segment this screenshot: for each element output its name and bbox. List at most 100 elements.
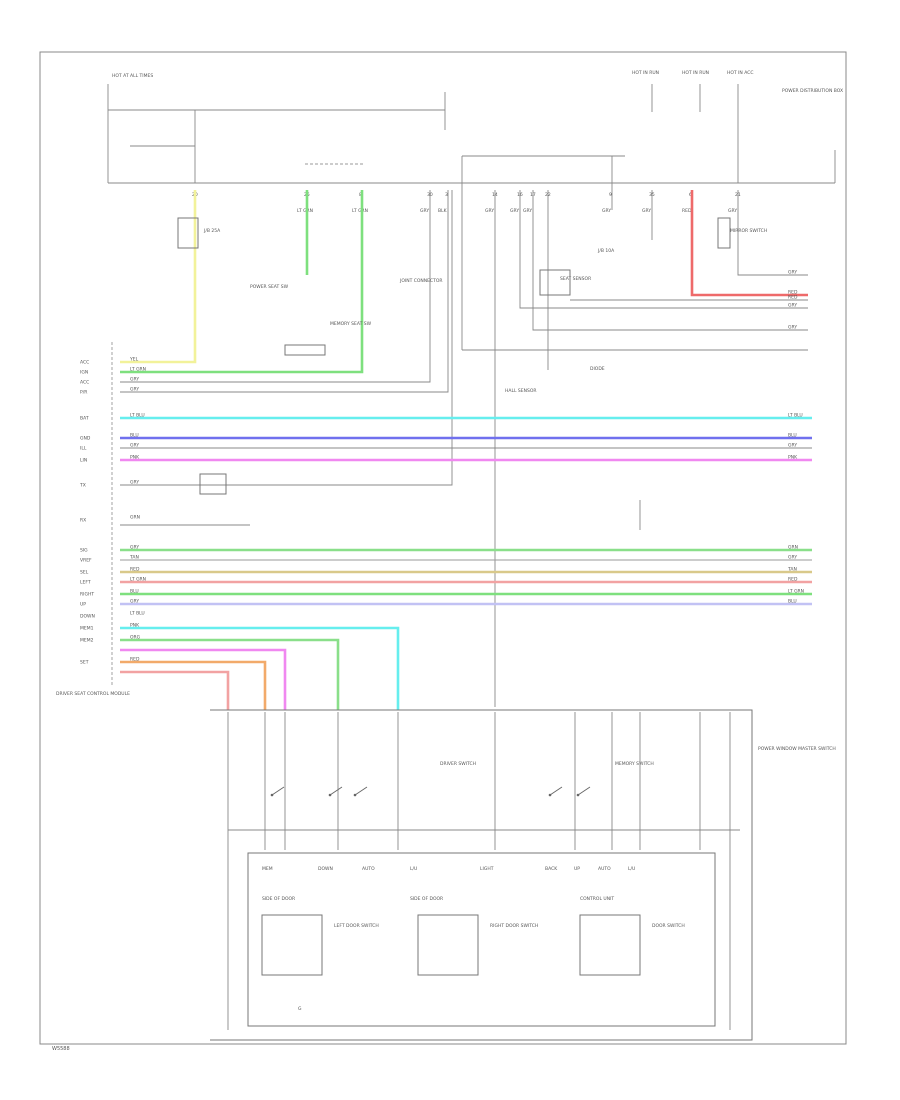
left-pin-label: SIG (80, 548, 88, 554)
wire-yellow-vertical (120, 190, 197, 364)
lower-switch-box (579, 914, 641, 976)
left-pin-color: LT BLU (130, 413, 145, 419)
left-pin-color: BLU (130, 433, 139, 439)
left-pin-color: LT GRN (130, 367, 146, 373)
mirror-switch-box (717, 217, 731, 249)
connector-left-label: J/B 25A (203, 228, 221, 234)
sensor-mid-box (539, 269, 571, 296)
right-pin-color: GRY (788, 303, 797, 309)
left-pin-color: YEL (129, 357, 139, 363)
left-pin-color: RED (130, 657, 140, 663)
lower-sub-label: SIDE OF DOOR (262, 896, 295, 902)
left-pin-color: LT GRN (130, 577, 146, 583)
right-pin-color: GRY (788, 555, 797, 561)
left-pin-color: LT BLU (130, 611, 145, 617)
lower-switch-label: LEFT DOOR SWITCH (334, 923, 379, 929)
switch-a-label: DRIVER SWITCH (440, 761, 476, 767)
left-pin-label: BAT (80, 416, 89, 422)
wire-red-vertical (690, 190, 808, 297)
left-pin-color: TAN (129, 555, 139, 561)
sensor-small-label: HALL SENSOR (505, 388, 537, 394)
right-pin-color: BLU (788, 433, 797, 439)
left-pin-label: SEL (80, 570, 89, 576)
left-pin-label: ILL (80, 446, 87, 452)
left-pin-color: PNK (130, 623, 140, 629)
left-pin-label: ACC (80, 380, 89, 386)
switch-contact (271, 786, 285, 796)
left-pin-label: SET (80, 660, 89, 666)
left-pin-label: RIGHT (80, 592, 94, 598)
left-pin-color: PNK (130, 455, 140, 461)
left-pin-label: DOWN (80, 614, 95, 620)
switch-terminal (328, 793, 332, 797)
fuse-r2-label: HOT IN RUN (682, 70, 709, 76)
left-pin-label: RX (80, 518, 86, 524)
top-wire-color-label: RED (682, 208, 692, 214)
wire-orange-down (120, 660, 267, 710)
wire-lt-green-down (120, 638, 340, 710)
wire-gray-5 (519, 190, 808, 309)
lower-inner-box (247, 852, 716, 1027)
diagram-frame (39, 51, 847, 1045)
wire-gray-1 (120, 190, 431, 383)
switch-terminal (353, 793, 357, 797)
top-pin-number: 9 (609, 192, 612, 198)
switch-contact (329, 786, 343, 796)
right-pin-color: RED (788, 577, 798, 583)
left-pin-color: GRY (130, 480, 139, 486)
lower-row-label: AUTO (598, 866, 611, 872)
right-pin-color: PNK (788, 455, 798, 461)
left-pin-color: ORG (130, 635, 141, 641)
ground-label: G (298, 1006, 302, 1012)
right-pin-color: GRY (788, 270, 797, 276)
switch-contact (577, 786, 591, 796)
lower-row-label: L/U (628, 866, 635, 872)
wire-gray-6 (532, 190, 808, 331)
left-module-label: DRIVER SEAT CONTROL MODULE (56, 691, 130, 697)
fuse-left-label: HOT AT ALL TIMES (112, 73, 153, 79)
lower-row-label: DOWN (318, 866, 333, 872)
lower-sub-label: SIDE OF DOOR (410, 896, 443, 902)
connector-mid-label: JOINT CONNECTOR (399, 278, 443, 284)
right-pin-color: GRY (788, 325, 797, 331)
lower-row-label: L/U (410, 866, 417, 872)
wire-lt-blue-down (120, 626, 400, 710)
switch-contact (549, 786, 563, 796)
wire-pink-down (120, 648, 287, 710)
left-pin-color: RED (130, 567, 140, 573)
sensor-mid-label: SEAT SENSOR (560, 276, 591, 282)
module-mid-label: MEMORY SEAT SW (330, 321, 372, 327)
top-wire-color-label: LT GRN (352, 208, 368, 214)
mirror-switch-label: MIRROR SWITCH (730, 228, 767, 234)
top-wire-color-label: GRY (728, 208, 737, 214)
lower-row-label: LIGHT (480, 866, 494, 872)
left-pin-label: TX (79, 483, 86, 489)
wire-lt-green-vertical-2 (120, 190, 364, 374)
left-pin-label: VREF (80, 558, 92, 564)
lower-row-label: BACK (545, 866, 558, 872)
left-pin-labels: ACCIGNACCP/RBATGNDILLLINTXRXSIGVREFSELLE… (79, 360, 95, 666)
right-lower-label: POWER WINDOW MASTER SWITCH (758, 746, 836, 752)
left-pin-label: P/R (80, 390, 87, 396)
connector-right-label: J/B 10A (597, 248, 615, 254)
right-block-label: POWER DISTRIBUTION BOX (782, 88, 843, 94)
top-pin-number: 8 (359, 192, 362, 198)
top-wire-color-label: GRY (642, 208, 651, 214)
top-wire-color-label: GRY (510, 208, 519, 214)
right-pin-color: LT GRN (788, 589, 804, 595)
left-pin-label: MEM1 (80, 626, 94, 632)
lower-row-label: MEM (262, 866, 273, 872)
right-pin-color: BLU (788, 599, 797, 605)
left-pin-color: GRY (130, 545, 139, 551)
top-pin-number: 6 (689, 192, 692, 198)
left-pin-color: BLU (130, 589, 139, 595)
left-pin-color: GRN (130, 515, 140, 521)
left-pin-color: GRY (130, 599, 139, 605)
module-left-label: POWER SEAT SW (250, 284, 289, 290)
